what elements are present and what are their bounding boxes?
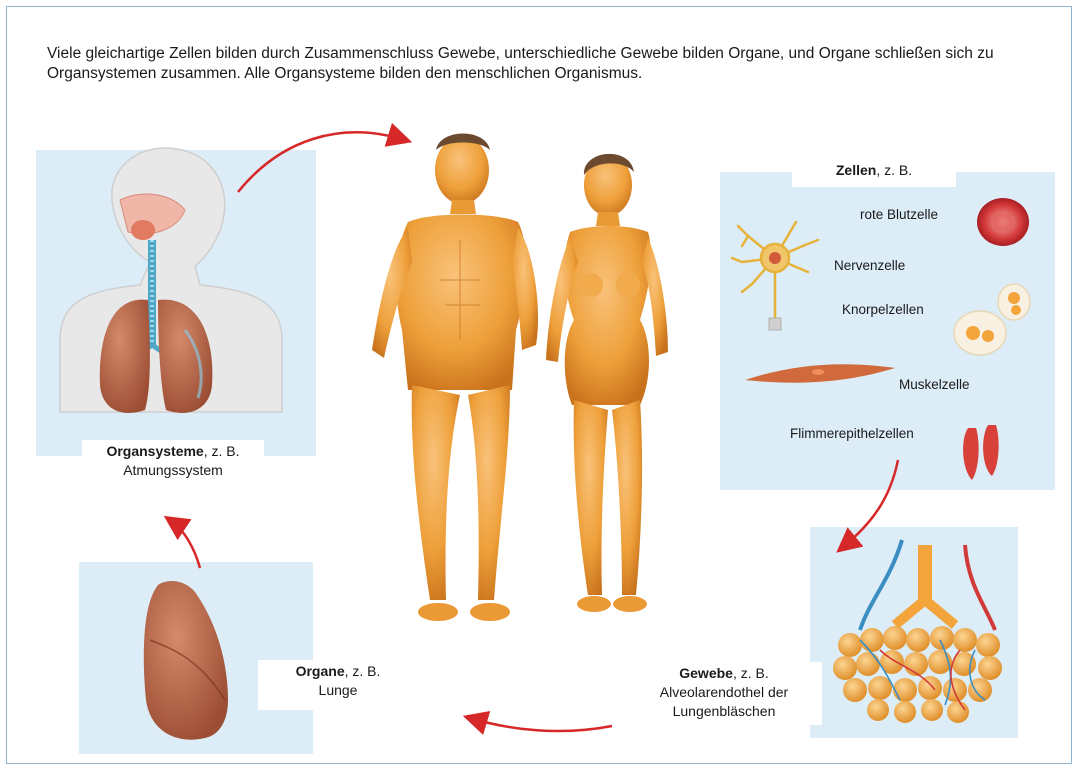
gewebe-example-line2: Lungenbläschen xyxy=(626,702,822,721)
zellen-title: Zellen xyxy=(836,162,876,178)
organe-suffix: , z. B. xyxy=(345,663,381,679)
human-figures-illustration xyxy=(372,134,668,622)
gewebe-caption: Gewebe, z. B. Alveolarendothel der Lunge… xyxy=(626,662,822,725)
nerve-cell-icon xyxy=(732,222,818,330)
organsysteme-suffix: , z. B. xyxy=(204,443,240,459)
ciliated-epithelial-cells-icon xyxy=(963,425,999,480)
arrow-organsysteme-to-organismus xyxy=(238,132,405,192)
cell-label-muskelzelle: Muskelzelle xyxy=(899,377,970,392)
arrow-gewebe-to-organe xyxy=(470,718,612,731)
organe-caption: Organe, z. B. Lunge xyxy=(258,660,418,710)
cell-label-nervenzelle: Nervenzelle xyxy=(834,258,905,273)
cell-label-rote-blutzelle: rote Blutzelle xyxy=(860,207,938,222)
muscle-cell-icon xyxy=(745,364,895,382)
gewebe-example-line1: Alveolarendothel der xyxy=(626,683,822,702)
red-blood-cell-icon xyxy=(977,198,1029,246)
cell-label-flimmerepithelzellen: Flimmerepithelzellen xyxy=(790,426,914,441)
organsysteme-caption: Organsysteme, z. B. Atmungssystem xyxy=(82,440,264,484)
organe-title: Organe xyxy=(296,663,345,679)
organsysteme-title: Organsysteme xyxy=(106,443,203,459)
cell-label-knorpelzellen: Knorpelzellen xyxy=(842,302,924,317)
zellen-suffix: , z. B. xyxy=(876,162,912,178)
cartilage-cells-icon xyxy=(954,284,1030,355)
arrow-zellen-to-gewebe xyxy=(842,460,898,548)
organe-example: Lunge xyxy=(258,681,418,700)
arrow-organe-to-organsysteme xyxy=(170,520,200,568)
gewebe-title: Gewebe xyxy=(679,665,733,681)
alveoli-illustration xyxy=(833,540,1002,723)
gewebe-suffix: , z. B. xyxy=(733,665,769,681)
organsysteme-example: Atmungssystem xyxy=(82,461,264,480)
respiratory-system-illustration xyxy=(60,148,282,413)
lung-illustration xyxy=(144,581,228,740)
zellen-caption: Zellen, z. B. xyxy=(792,158,956,187)
